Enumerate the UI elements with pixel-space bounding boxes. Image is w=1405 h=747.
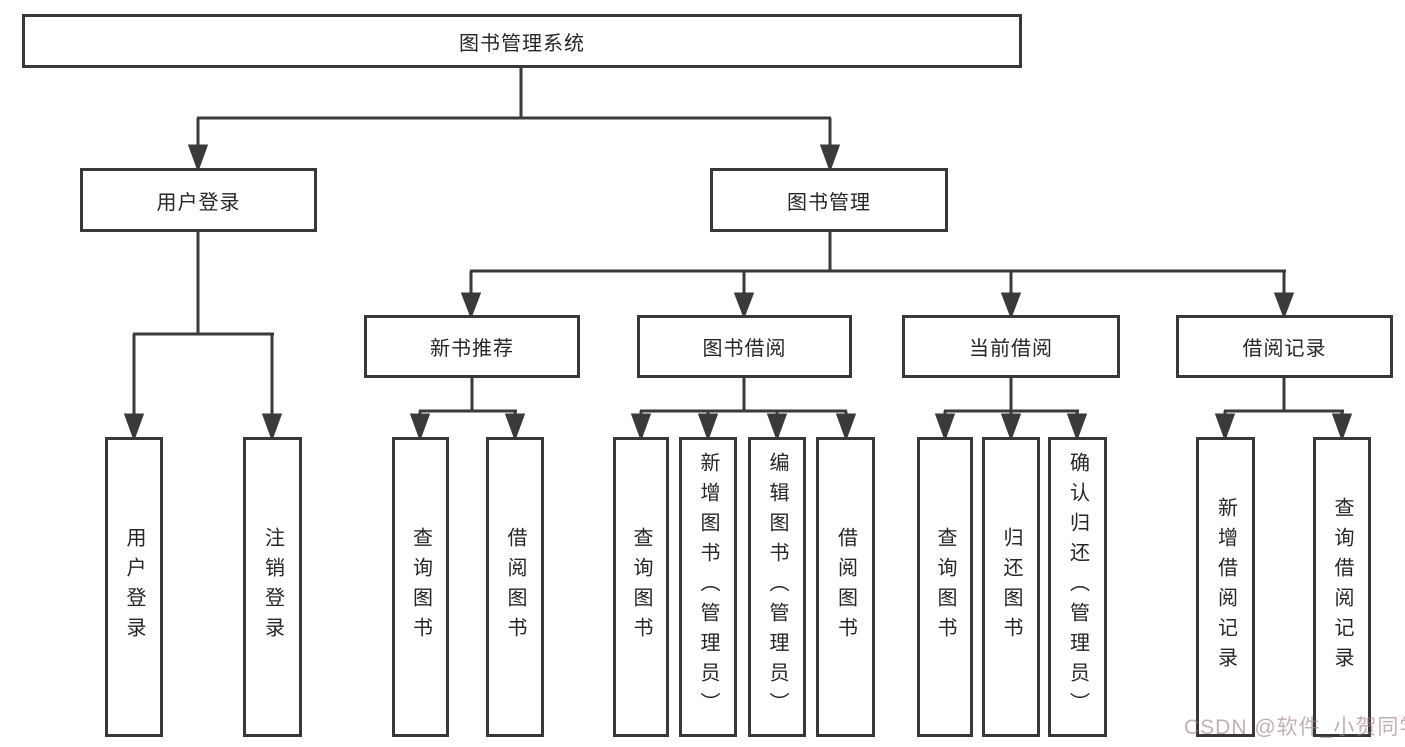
leaf-borrow-books-label: 借阅图书 (834, 527, 857, 647)
leaf-logout-label: 注销登录 (261, 527, 284, 647)
leaf-recommend-query-books-label: 查询图书 (409, 527, 432, 647)
node-root: 图书管理系统 (22, 14, 1022, 68)
leaf-borrow-query-books-label: 查询图书 (630, 527, 652, 647)
leaf-user-login: 用户登录 (105, 437, 163, 737)
leaf-borrow-books: 借阅图书 (816, 437, 875, 737)
leaf-current-query-books-label: 查询图书 (934, 527, 956, 647)
leaf-return-books-label: 归还图书 (1000, 527, 1022, 647)
leaf-recommend-borrow-books: 借阅图书 (486, 437, 544, 737)
leaf-add-borrow-record: 新增借阅记录 (1196, 437, 1255, 737)
node-user-login-label: 用户登录 (156, 191, 241, 214)
leaf-confirm-return-admin: 确认归还（管理员） (1048, 437, 1107, 737)
node-borrow-records-label: 借阅记录 (1242, 338, 1327, 360)
leaf-add-borrow-record-label: 新增借阅记录 (1214, 497, 1237, 677)
connector-management-branch (460, 230, 1295, 320)
node-book-borrow: 图书借阅 (637, 315, 852, 378)
leaf-edit-books-admin: 编辑图书（管理员） (748, 437, 806, 737)
node-book-management: 图书管理 (710, 168, 948, 232)
leaf-recommend-query-books: 查询图书 (392, 437, 449, 737)
leaf-recommend-borrow-books-label: 借阅图书 (504, 527, 526, 647)
leaf-borrow-query-books: 查询图书 (613, 437, 669, 737)
connector-recommend-branch (409, 376, 526, 442)
leaf-return-books: 归还图书 (982, 437, 1040, 737)
connector-records-branch (1214, 376, 1353, 442)
node-new-book-recommend-label: 新书推荐 (430, 338, 514, 360)
leaf-user-login-label: 用户登录 (123, 527, 145, 647)
node-new-book-recommend: 新书推荐 (364, 315, 580, 378)
connector-current-branch (934, 376, 1088, 442)
node-book-borrow-label: 图书借阅 (702, 338, 787, 360)
node-root-label: 图书管理系统 (459, 32, 585, 55)
leaf-add-books-admin: 新增图书（管理员） (679, 437, 737, 737)
leaf-current-query-books: 查询图书 (917, 437, 973, 737)
leaf-confirm-return-admin-label: 确认归还（管理员） (1066, 452, 1089, 722)
node-borrow-records: 借阅记录 (1176, 315, 1393, 378)
leaf-add-books-admin-label: 新增图书（管理员） (697, 452, 719, 722)
connector-login-branch (123, 230, 283, 442)
node-book-management-label: 图书管理 (787, 191, 871, 214)
leaf-query-borrow-record-label: 查询借阅记录 (1331, 497, 1353, 677)
leaf-query-borrow-record: 查询借阅记录 (1313, 437, 1371, 737)
watermark: CSDN @软件_小贺同学 (1184, 716, 1405, 739)
node-user-login: 用户登录 (80, 168, 317, 232)
leaf-edit-books-admin-label: 编辑图书（管理员） (766, 452, 788, 722)
node-current-borrow-label: 当前借阅 (969, 338, 1053, 360)
node-current-borrow: 当前借阅 (902, 315, 1120, 378)
connector-root-to-level2 (187, 66, 841, 173)
connector-borrow-branch (630, 376, 857, 442)
leaf-logout: 注销登录 (243, 437, 302, 737)
